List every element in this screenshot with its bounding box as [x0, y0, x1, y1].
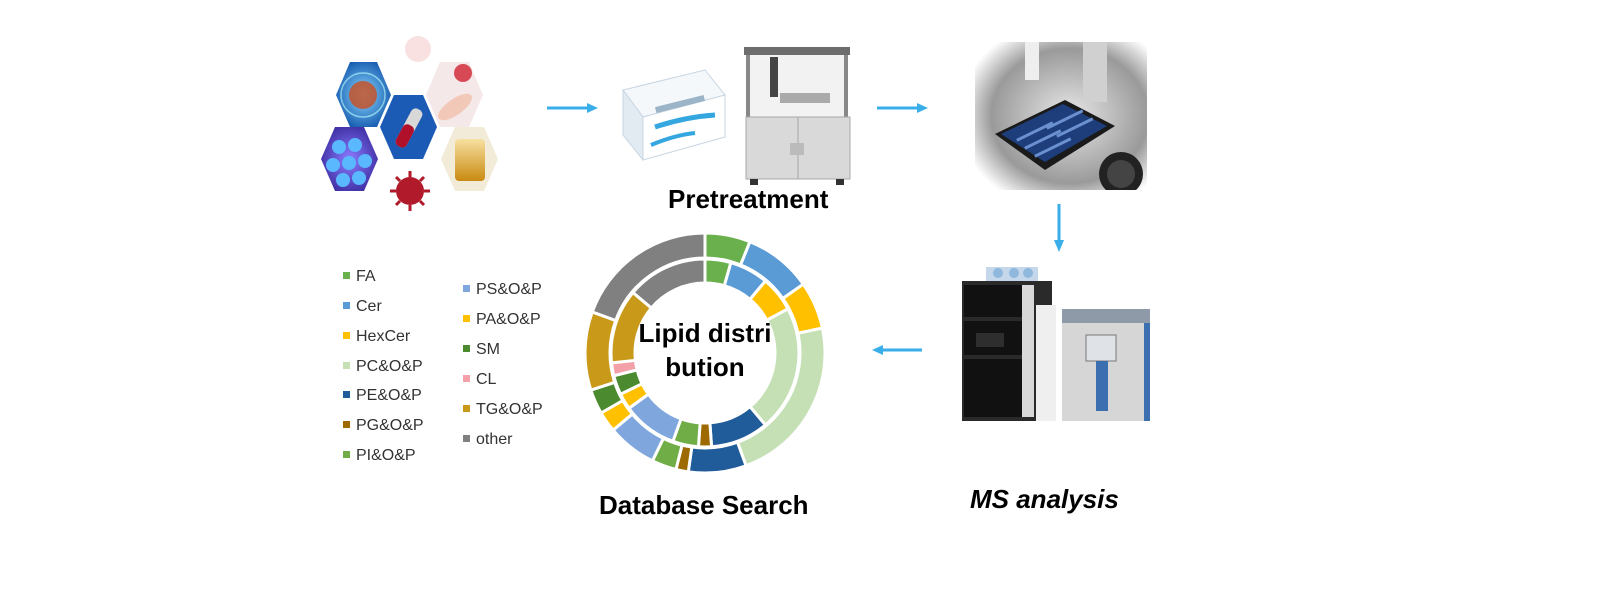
legend-swatch: [343, 421, 350, 429]
legend-swatch: [463, 345, 470, 353]
legend-item-ps: PS&O&P: [463, 280, 542, 300]
donut-center-label: Lipid distribution: [638, 318, 772, 382]
pretreatment-kit-illustration: [622, 69, 726, 162]
legend-swatch: [463, 285, 470, 293]
legend-label: PE&O&P: [356, 387, 422, 404]
legend-item-sm: SM: [463, 340, 500, 360]
flow-arrow-down: [1054, 204, 1064, 252]
database-search-label: Database Search: [599, 490, 809, 520]
legend-label: Cer: [356, 298, 382, 315]
legend-swatch: [343, 272, 350, 280]
mass-spectrometer-illustration: [962, 267, 1150, 421]
lipid-distribution-donut: [583, 231, 827, 475]
inner-segment-other: [630, 257, 707, 311]
legend-label: PS&O&P: [476, 281, 542, 298]
ms-analysis-label: MS analysis: [970, 484, 1119, 514]
legend-swatch: [343, 302, 350, 310]
legend-label: SM: [476, 341, 500, 358]
legend-swatch: [463, 315, 470, 323]
legend-item-fa: FA: [343, 267, 376, 287]
sample-types-illustration: [321, 36, 498, 220]
legend-label: TG&O&P: [476, 401, 543, 418]
legend-swatch: [463, 435, 470, 443]
legend-item-other: other: [463, 430, 512, 450]
donut-inner-ring: [609, 257, 801, 449]
legend-item-cer: Cer: [343, 297, 382, 317]
flow-arrow-left: [872, 345, 922, 355]
legend-label: PG&O&P: [356, 417, 424, 434]
legend-swatch: [343, 391, 350, 399]
legend-swatch: [463, 405, 470, 413]
legend-swatch: [463, 375, 470, 383]
legend-label: CL: [476, 371, 497, 388]
pretreatment-instrument-illustration: [744, 47, 851, 185]
legend-swatch: [343, 451, 350, 459]
legend-label: FA: [356, 268, 376, 285]
legend-label: PA&O&P: [476, 311, 541, 328]
pretreatment-label: Pretreatment: [668, 184, 829, 214]
legend-item-pa: PA&O&P: [463, 310, 541, 330]
legend-label: HexCer: [356, 328, 411, 345]
autosampler-tray-illustration: [975, 42, 1147, 190]
legend-item-pi: PI&O&P: [343, 446, 416, 466]
legend-item-hexcer: HexCer: [343, 327, 410, 347]
legend-swatch: [343, 332, 350, 340]
legend-item-tg: TG&O&P: [463, 400, 543, 420]
flow-arrow-right-1: [547, 103, 598, 113]
legend-label: PI&O&P: [356, 447, 416, 464]
legend-label: PC&O&P: [356, 358, 423, 375]
legend-label: other: [476, 431, 513, 448]
legend-item-cl: CL: [463, 370, 496, 390]
legend-item-pe: PE&O&P: [343, 386, 422, 406]
legend-item-pc: PC&O&P: [343, 357, 423, 377]
flow-arrow-right-2: [877, 103, 928, 113]
legend-swatch: [343, 362, 350, 370]
legend-item-pg: PG&O&P: [343, 416, 424, 436]
